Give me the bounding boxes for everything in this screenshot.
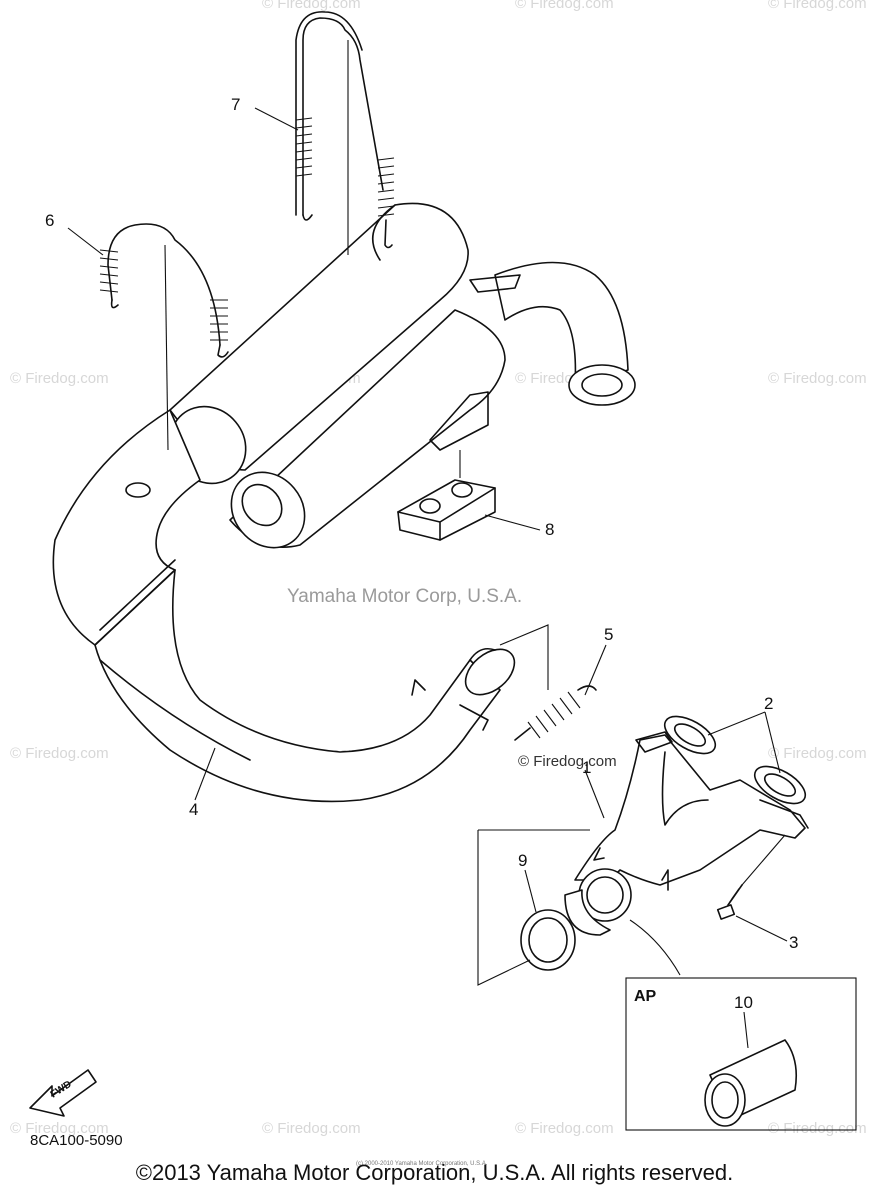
- watermark: © Firedog.com: [515, 1120, 614, 1137]
- watermark: © Firedog.com: [515, 0, 614, 12]
- callout-10: 10: [734, 993, 753, 1012]
- spring-7: [295, 11, 395, 255]
- inner-watermark: © Firedog.com: [518, 753, 617, 770]
- spring-5: [514, 685, 597, 741]
- callout-5: 5: [604, 625, 613, 644]
- fwd-arrow: FWD: [29, 1069, 97, 1117]
- callout-1: 1: [582, 758, 591, 777]
- part-code: 8CA100-5090: [30, 1132, 123, 1149]
- watermark: © Firedog.com: [768, 745, 867, 762]
- manifold-1: [564, 731, 809, 936]
- callout-9: 9: [518, 851, 527, 870]
- ring-9: [520, 909, 576, 971]
- watermark: © Firedog.com: [768, 1120, 867, 1137]
- callout-3: 3: [789, 933, 798, 952]
- callout-2: 2: [764, 694, 773, 713]
- ap-detail-box: AP: [625, 977, 857, 1131]
- bolt-3: [716, 834, 786, 920]
- callout-labels: 1 2 3 4 5 6 7 8 9 10: [45, 95, 798, 1012]
- watermark: © Firedog.com: [262, 0, 361, 12]
- watermark: © Firedog.com: [10, 745, 109, 762]
- gasket-2: [663, 715, 807, 805]
- callout-7: 7: [231, 95, 240, 114]
- copyright: ©2013 Yamaha Motor Corporation, U.S.A. A…: [135, 1160, 734, 1185]
- center-watermark: Yamaha Motor Corp, U.S.A.: [287, 586, 522, 607]
- watermark: © Firedog.com: [768, 370, 867, 387]
- spring-6: [99, 223, 229, 451]
- watermark: © Firedog.com: [768, 0, 867, 12]
- callout-6: 6: [45, 211, 54, 230]
- sleeve-10: [704, 1039, 798, 1127]
- muffler-assembly: [52, 202, 636, 803]
- watermark: © Firedog.com: [10, 370, 109, 387]
- ap-label: AP: [634, 988, 657, 1005]
- callout-8: 8: [545, 520, 554, 539]
- watermark: © Firedog.com: [262, 1120, 361, 1137]
- tiny-note: (c) 2000-2010 Yamaha Motor Corporation, …: [356, 1161, 488, 1167]
- damper-8: [397, 450, 496, 541]
- reference-lines: [477, 624, 681, 986]
- callout-4: 4: [189, 800, 198, 819]
- watermark: © Firedog.com: [10, 1120, 109, 1137]
- leader-lines: [67, 107, 788, 1049]
